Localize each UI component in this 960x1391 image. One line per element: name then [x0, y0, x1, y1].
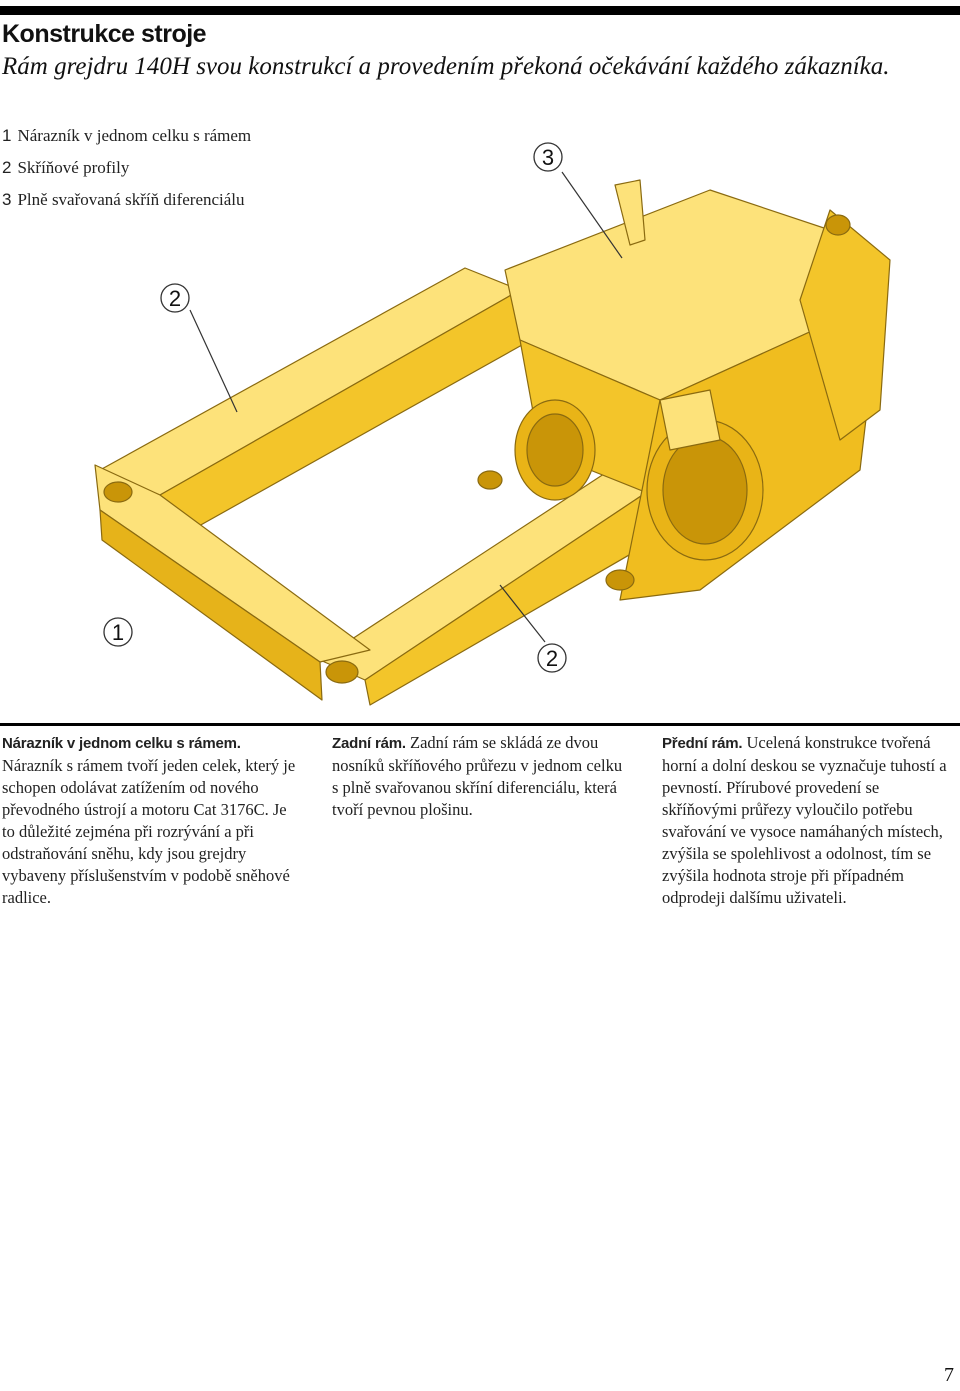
- right-rail-top: [319, 469, 651, 681]
- text-column-bumper: Nárazník v jednom celku s rámem. Nárazní…: [2, 732, 302, 909]
- page-subtitle: Rám grejdru 140H svou konstrukcí a prove…: [2, 53, 890, 80]
- paragraph-lead: Zadní rám.: [332, 735, 406, 752]
- left-bore: [526, 413, 584, 487]
- paragraph-lead: Nárazník v jednom celku s rámem.: [2, 735, 241, 752]
- upright-hole: [825, 214, 851, 236]
- callout-leader: [561, 171, 623, 259]
- grader-frame-drawing: [94, 179, 891, 706]
- paragraph-text: Ucelená konstrukce tvořená horní a dolní…: [662, 733, 947, 907]
- paragraph-text: Zadní rám se skládá ze dvou nosníků skří…: [332, 733, 623, 819]
- callout-label: 1: [112, 620, 124, 645]
- callout-leader: [499, 584, 546, 643]
- page-title: Konstrukce stroje: [2, 20, 207, 48]
- legend-label: Plně svařovaná skříň diferenciálu: [17, 190, 245, 209]
- bumper-top: [94, 464, 371, 663]
- callout-leader: [189, 309, 238, 413]
- top-bracket: [614, 179, 646, 246]
- bumper-right-hole: [325, 660, 359, 684]
- callout-label: 3: [542, 145, 554, 170]
- paragraph-lead: Přední rám.: [662, 735, 743, 752]
- callout-marker: [103, 617, 133, 647]
- legend-number: 2: [2, 158, 12, 177]
- text-column-rear-frame: Zadní rám. Zadní rám se skládá ze dvou n…: [332, 732, 632, 821]
- callout-label: 2: [169, 286, 181, 311]
- rail-hole: [477, 470, 503, 490]
- legend-number: 1: [2, 126, 12, 145]
- callout-marker: [160, 283, 190, 313]
- side-bracket: [659, 389, 721, 451]
- page-number: 7: [944, 1364, 954, 1386]
- paragraph-text: Nárazník s rámem tvoří jeden celek, kter…: [2, 756, 296, 907]
- legend-number: 3: [2, 190, 12, 209]
- bumper-left-hole: [103, 481, 133, 503]
- legend-item: 2 Skříňové profily: [2, 158, 251, 190]
- legend-label: Skříňové profily: [17, 158, 130, 177]
- grader-frame-illustration: 3 2 1 2: [94, 142, 891, 706]
- callout-marker: [537, 643, 567, 673]
- right-upright: [799, 209, 891, 441]
- callout-label: 2: [546, 646, 558, 671]
- text-column-front-frame: Přední rám. Ucelená konstrukce tvořená h…: [662, 732, 958, 909]
- legend-item: 1 Nárazník v jednom celku s rámem: [2, 126, 251, 158]
- legend-list: 1 Nárazník v jednom celku s rámem 2 Skříňo…: [2, 126, 251, 222]
- legend-item: 3 Plně svařovaná skříň diferenciálu: [2, 190, 251, 222]
- section-rule: [0, 723, 960, 726]
- callout-marker: [533, 142, 563, 172]
- lower-hole: [605, 569, 635, 591]
- differential-bore: [662, 435, 748, 545]
- top-rule: [0, 6, 960, 15]
- legend-label: Nárazník v jednom celku s rámem: [17, 126, 252, 145]
- bumper-front: [99, 509, 323, 701]
